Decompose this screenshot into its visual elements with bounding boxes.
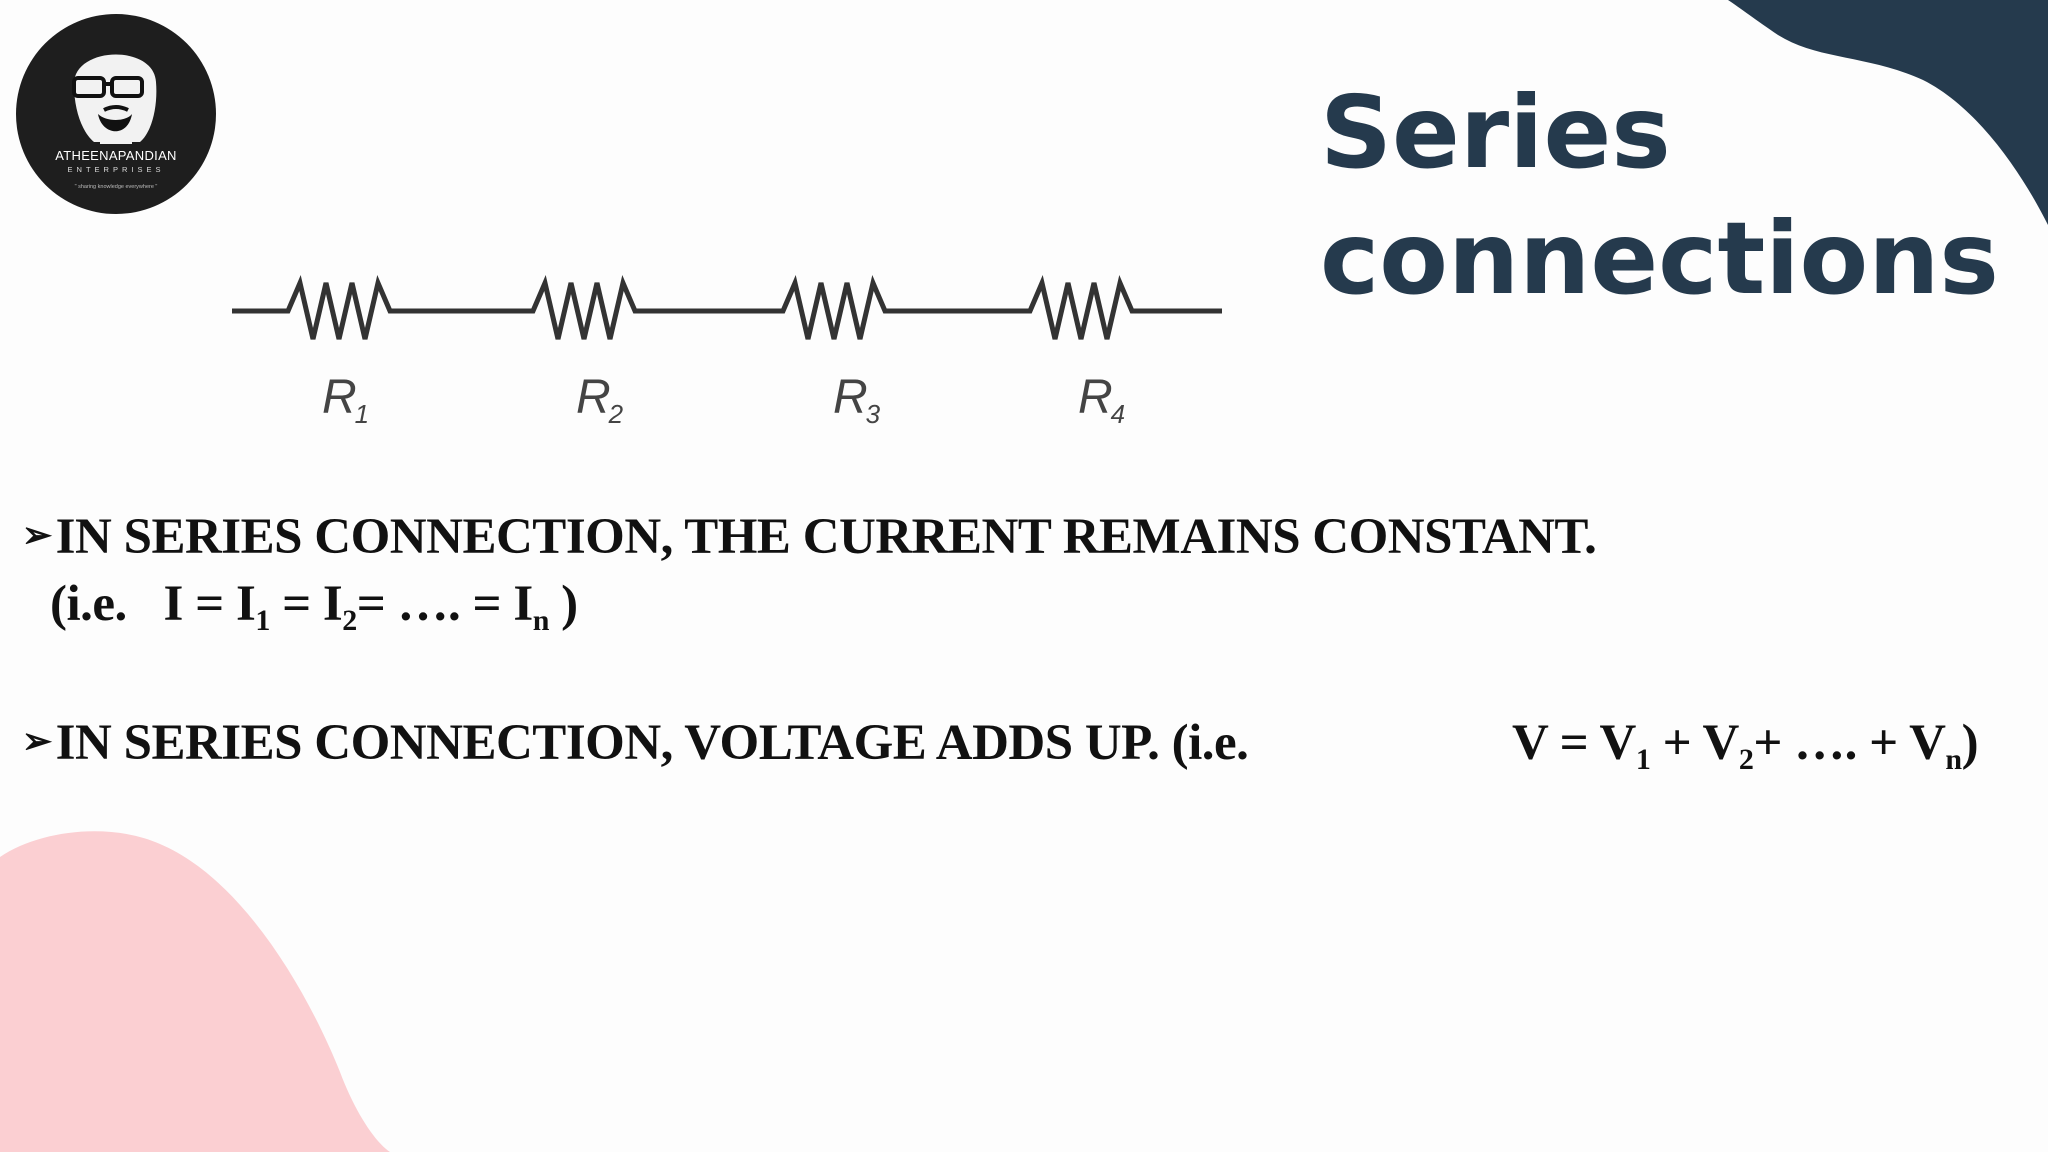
bald-man-icon [72,54,157,144]
slide-title: Series connections [1320,70,1999,322]
bullet-voltage: ➢IN SERIES CONNECTION, VOLTAGE ADDS UP. … [22,714,1249,772]
bullet-arrow-icon: ➢ [22,515,52,555]
bullet-voltage-text: IN SERIES CONNECTION, VOLTAGE ADDS UP. (… [55,715,1249,771]
series-resistor-circuit [232,274,1222,340]
company-logo: ATHEENAPANDIAN ENTERPRISES " sharing kno… [16,14,216,214]
title-line-1: Series [1320,74,1671,191]
resistor-label-r2: R2 [576,371,624,429]
resistor-label-r1: R1 [322,371,370,429]
bullet-current: ➢IN SERIES CONNECTION, THE CURRENT REMAI… [22,508,1597,566]
current-equation: (i.e. I = I1 = I2= …. = In ) [50,576,578,637]
bullet-arrow-icon: ➢ [22,721,52,761]
logo-name: ATHEENAPANDIAN [55,148,177,163]
voltage-equation: V = V1 + V2+ …. + Vn) [1512,715,1979,776]
navy-corner-shape [1728,0,2048,225]
pink-corner-shape [0,831,390,1152]
resistor-label-r3: R3 [833,371,881,429]
resistor-label-r4: R4 [1078,371,1126,429]
title-line-2: connections [1320,200,1999,317]
circuit-wire [232,274,1222,340]
bullet-current-text: IN SERIES CONNECTION, THE CURRENT REMAIN… [55,509,1597,565]
logo-tagline: " sharing knowledge everywhere " [74,184,158,190]
logo-subtitle: ENTERPRISES [67,165,165,174]
